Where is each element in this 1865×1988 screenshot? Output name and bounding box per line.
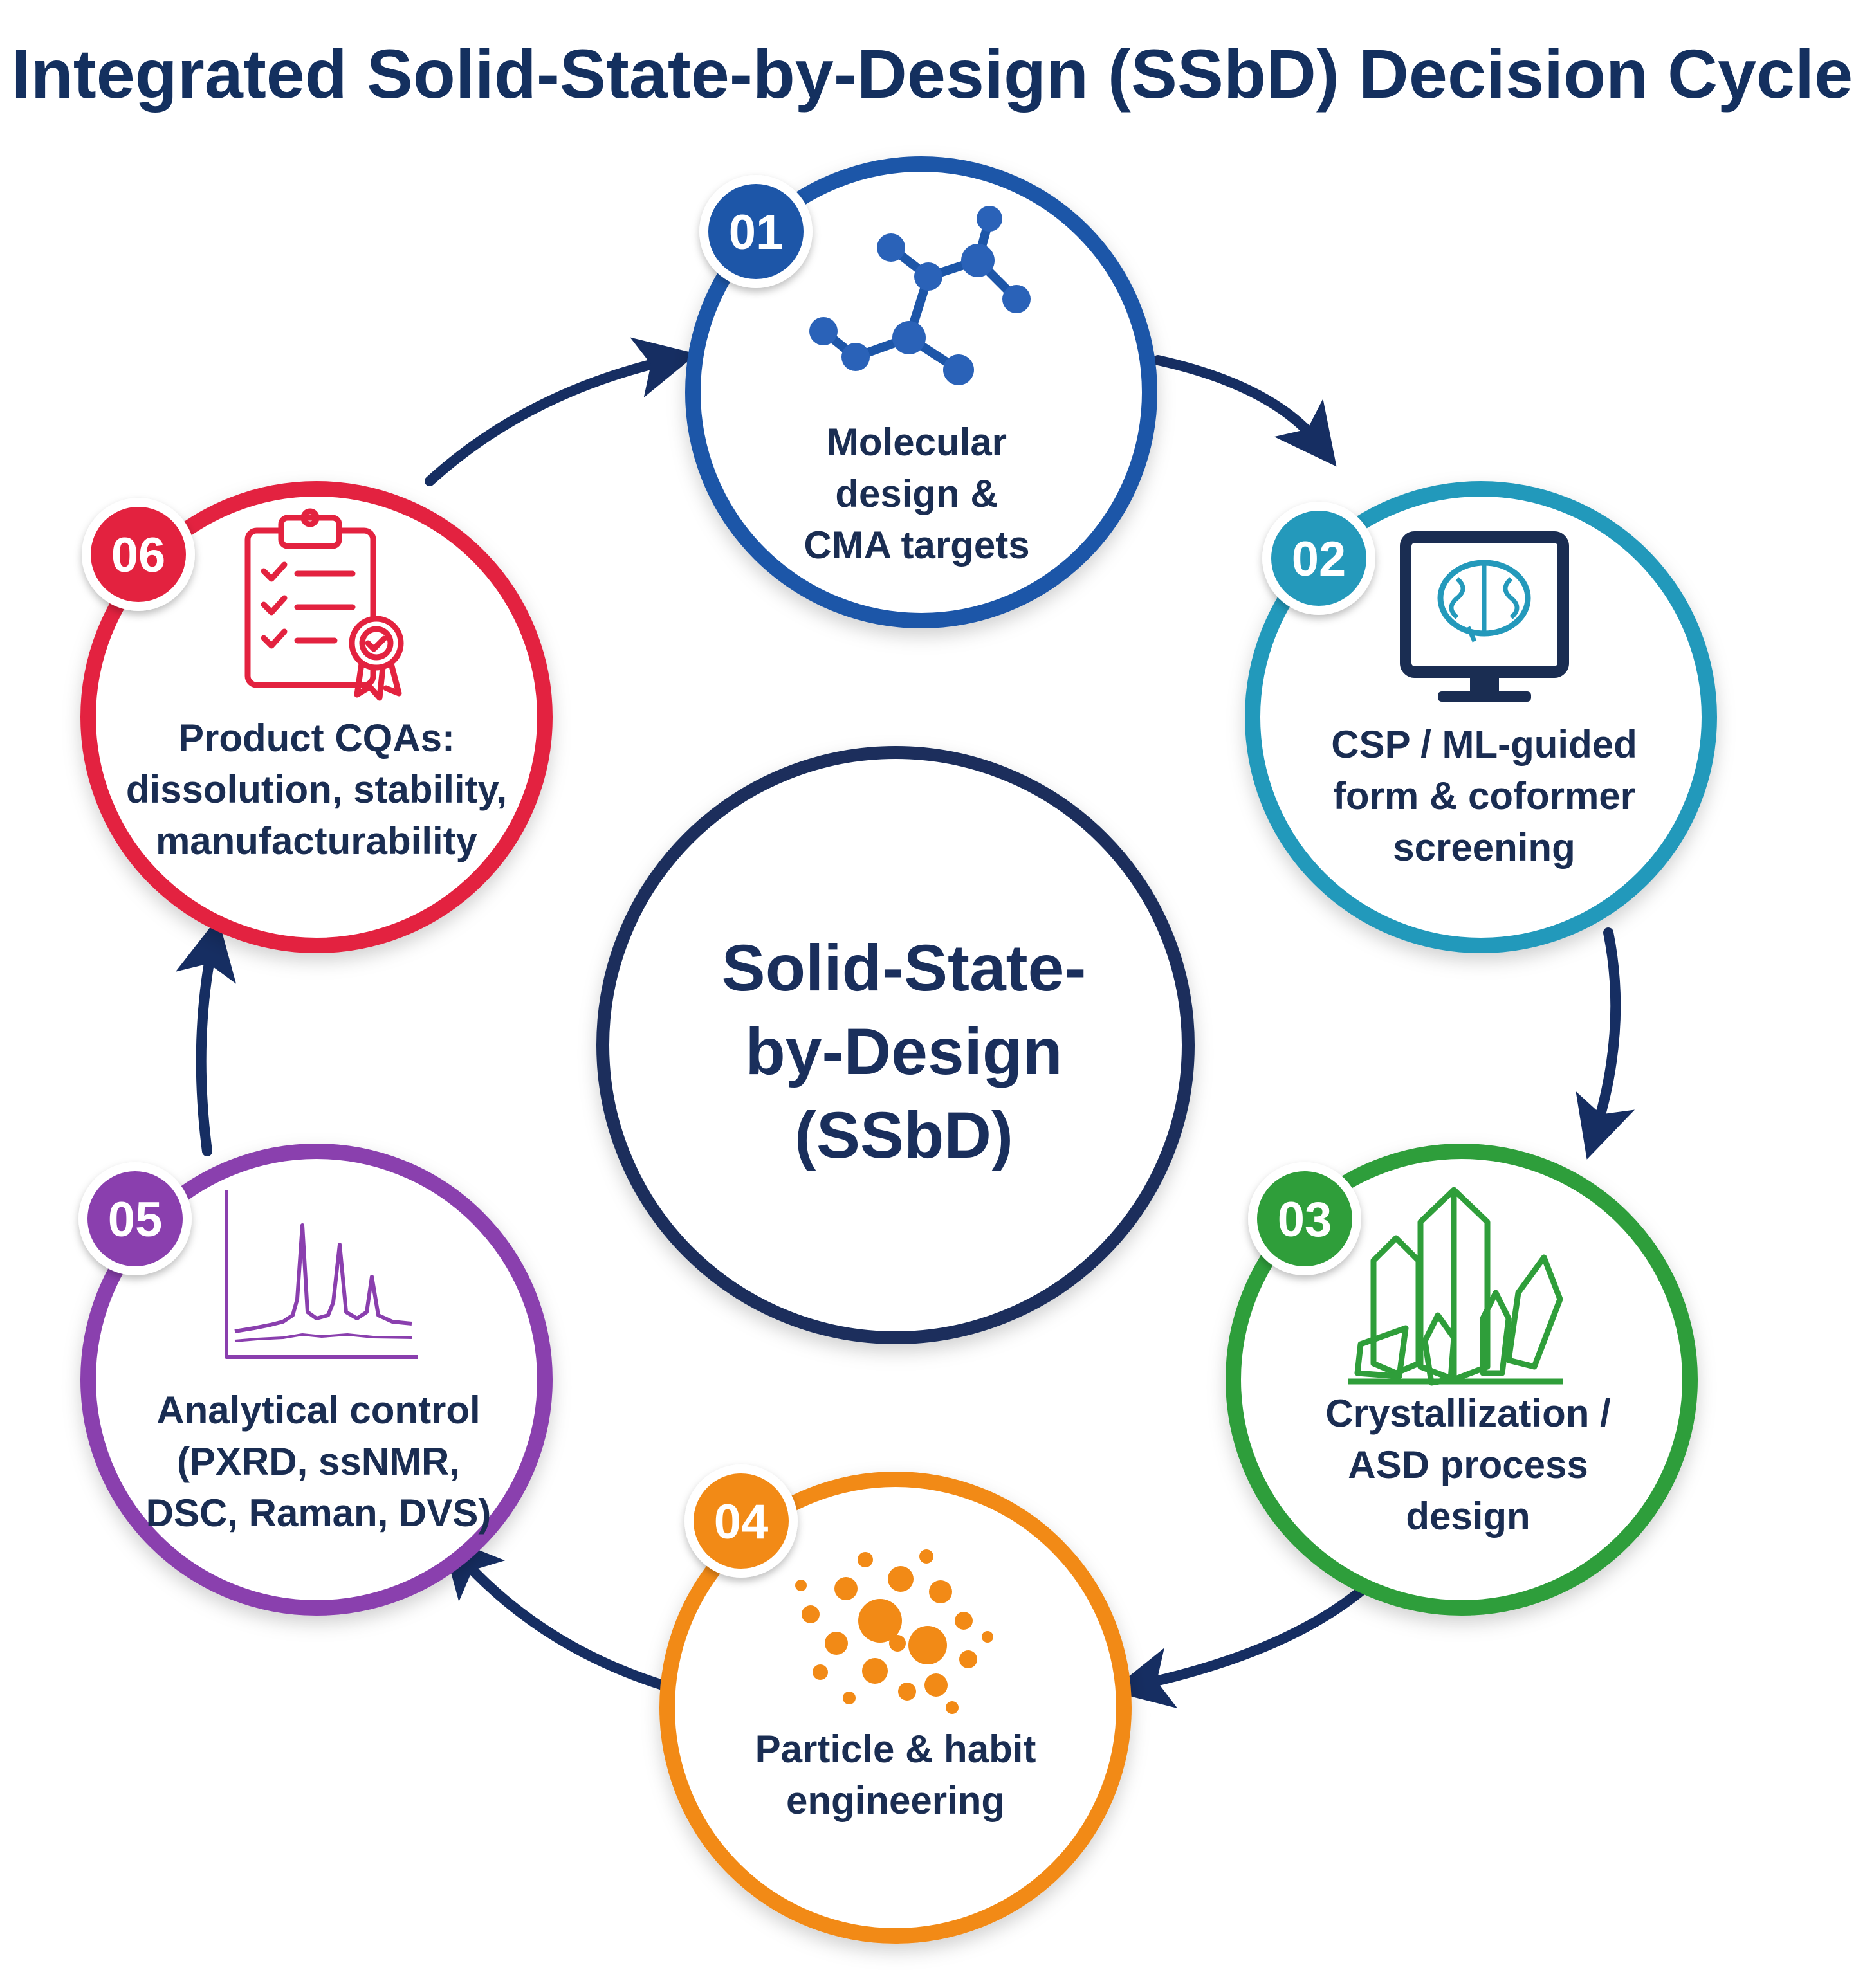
cycle-arrows <box>175 337 1635 1709</box>
arrow-01-to-02 <box>1153 355 1337 467</box>
step-01-label-line-3: CMA targets <box>804 524 1029 567</box>
step-04-label-line-2: engineering <box>786 1779 1005 1822</box>
arrow-06-to-01 <box>425 337 697 486</box>
arrow-04-to-05 <box>441 1535 668 1690</box>
spectrum-icon <box>225 1190 418 1359</box>
center-circle: Solid-State- by-Design (SSbD) <box>596 746 1195 1344</box>
step-05-node: Analytical control (PXRD, ssNMR, DSC, Ra… <box>78 1144 553 1616</box>
molecule-icon <box>809 206 1031 385</box>
step-02-number: 02 <box>1292 532 1346 587</box>
step-05-label-line-3: DSC, Raman, DVS) <box>146 1491 492 1535</box>
step-06-label-line-3: manufacturability <box>156 819 478 862</box>
arrow-05-to-06 <box>175 917 237 1156</box>
step-03-label-line-3: design <box>1406 1495 1530 1538</box>
center-label-line-2: by-Design <box>745 1015 1062 1088</box>
step-04-ring <box>659 1472 1132 1944</box>
diagram-title: Integrated Solid-State-by-Design (SSbD) … <box>12 35 1853 113</box>
step-06-label-line-2: dissolution, stability, <box>126 768 507 811</box>
step-06-label-line-1: Product CQAs: <box>178 716 455 760</box>
step-01-ring <box>685 156 1157 628</box>
step-02-label-line-1: CSP / ML-guided <box>1331 723 1637 766</box>
step-05-badge: 05 <box>78 1162 192 1275</box>
step-06-badge: 06 <box>82 498 195 611</box>
clipboard-checklist-icon <box>244 508 404 701</box>
step-02-badge: 02 <box>1262 502 1375 615</box>
step-05-ring <box>80 1144 553 1616</box>
step-06-ring <box>80 481 553 953</box>
step-03-label-line-2: ASD process <box>1348 1443 1588 1486</box>
arrow-03-to-04 <box>1110 1583 1369 1709</box>
step-01-badge: 01 <box>699 175 813 288</box>
step-04-badge: 04 <box>684 1464 798 1578</box>
arrow-02-to-03 <box>1576 927 1635 1160</box>
step-05-label-line-2: (PXRD, ssNMR, <box>177 1440 460 1483</box>
step-05-label-line-1: Analytical control <box>156 1389 480 1432</box>
step-02-ring <box>1245 481 1717 953</box>
step-06-node: Product CQAs: dissolution, stability, ma… <box>80 481 553 953</box>
step-04-node: Particle & habit engineering 04 <box>659 1464 1132 1944</box>
brain-monitor-icon <box>1400 531 1569 702</box>
center-label-line-3: (SSbD) <box>795 1099 1013 1172</box>
step-06-number: 06 <box>111 528 166 583</box>
step-01-label-line-1: Molecular <box>827 421 1007 464</box>
step-01-number: 01 <box>729 205 784 260</box>
step-02-label-line-2: form & coformer <box>1333 774 1635 817</box>
step-02-node: CSP / ML-guided form & coformer screenin… <box>1245 481 1717 953</box>
step-04-number: 04 <box>714 1495 769 1549</box>
step-02-label-line-3: screening <box>1393 826 1575 869</box>
crystal-icon <box>1348 1187 1563 1386</box>
step-04-label-line-1: Particle & habit <box>755 1728 1036 1771</box>
step-03-node: Crystallization / ASD process design 03 <box>1226 1144 1698 1616</box>
particles-icon <box>795 1549 993 1714</box>
step-03-label-line-1: Crystallization / <box>1325 1392 1611 1435</box>
center-label-line-1: Solid-State- <box>722 931 1087 1005</box>
step-03-number: 03 <box>1278 1192 1332 1247</box>
step-03-badge: 03 <box>1248 1162 1361 1275</box>
step-01-label-line-2: design & <box>835 472 998 515</box>
step-01-node: Molecular design & CMA targets 01 <box>685 156 1157 628</box>
step-05-number: 05 <box>108 1192 163 1247</box>
